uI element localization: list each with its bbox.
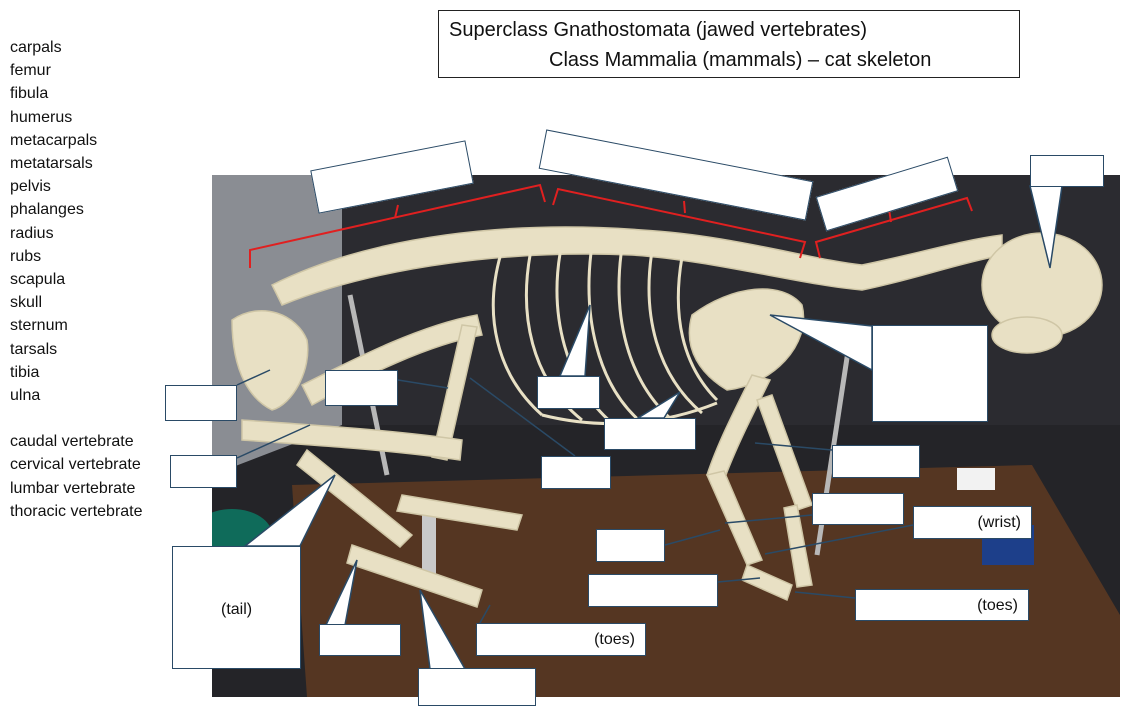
hind-toes-annotation: (toes) bbox=[594, 631, 635, 648]
word-bank-item: thoracic vertebrate bbox=[10, 502, 143, 520]
label-box-front-phalanges[interactable]: (toes) bbox=[855, 589, 1029, 621]
rib bbox=[587, 244, 643, 425]
word-bank-item: lumbar vertebrate bbox=[10, 479, 136, 497]
word-bank-item: carpals bbox=[10, 39, 62, 56]
front-toes-annotation: (toes) bbox=[977, 597, 1018, 614]
front-foot bbox=[741, 563, 793, 602]
word-bank-item: phalanges bbox=[10, 201, 84, 219]
rib bbox=[647, 250, 703, 415]
title-line-2: Class Mammalia (mammals) – cat skeleton bbox=[549, 49, 932, 71]
label-box-ulna[interactable] bbox=[596, 529, 665, 562]
label-box-skull[interactable] bbox=[1030, 155, 1104, 187]
label-box-carpals[interactable]: (wrist) bbox=[913, 506, 1032, 539]
word-bank-item: metacarpals bbox=[10, 131, 98, 149]
label-box-fibula[interactable] bbox=[541, 456, 611, 489]
wrist-annotation: (wrist) bbox=[977, 514, 1021, 531]
word-bank-item: tibia bbox=[10, 363, 40, 381]
word-bank-gap bbox=[10, 407, 143, 430]
word-bank-item: radius bbox=[10, 224, 54, 242]
rib bbox=[676, 256, 719, 402]
word-bank-item: skull bbox=[10, 294, 43, 312]
word-bank-item: humerus bbox=[10, 108, 73, 126]
label-box-metacarpals[interactable] bbox=[588, 574, 718, 607]
label-box-tarsals[interactable] bbox=[319, 624, 401, 656]
word-bank-item: cervical vertebrate bbox=[10, 456, 141, 474]
label-box-caudal[interactable]: (tail) bbox=[172, 546, 301, 669]
label-box-tibia[interactable] bbox=[170, 455, 237, 488]
word-bank-item: caudal vertebrate bbox=[10, 433, 134, 451]
title-box: Superclass Gnathostomata (jawed vertebra… bbox=[438, 10, 1020, 78]
price-tag bbox=[957, 468, 995, 490]
label-box-femur[interactable] bbox=[325, 370, 398, 406]
label-box-metatarsals[interactable] bbox=[418, 668, 536, 706]
support-rod bbox=[422, 515, 436, 575]
word-bank-item: sternum bbox=[10, 317, 68, 335]
label-box-scapula[interactable] bbox=[872, 325, 988, 422]
label-box-hind-phalanges[interactable]: (toes) bbox=[476, 623, 646, 656]
word-bank-item: ulna bbox=[10, 387, 41, 405]
title-line-1: Superclass Gnathostomata (jawed vertebra… bbox=[449, 19, 867, 41]
word-bank-item: metatarsals bbox=[10, 155, 93, 173]
word-bank-item: fibula bbox=[10, 85, 49, 103]
word-bank: carpals femur fibula humerus metacarpals… bbox=[10, 36, 143, 523]
jaw bbox=[991, 316, 1063, 354]
word-bank-item: rubs bbox=[10, 247, 42, 265]
tail-annotation: (tail) bbox=[221, 601, 253, 618]
label-box-humerus[interactable] bbox=[832, 445, 920, 478]
word-bank-item: scapula bbox=[10, 271, 66, 289]
hind-foot-2 bbox=[396, 494, 523, 531]
word-bank-item: pelvis bbox=[10, 178, 51, 196]
word-bank-item: femur bbox=[10, 62, 51, 80]
label-box-pelvis[interactable] bbox=[165, 385, 237, 421]
tibia bbox=[431, 324, 478, 461]
word-bank-item: tarsals bbox=[10, 340, 58, 358]
label-box-ribs[interactable] bbox=[537, 376, 600, 409]
label-box-sternum[interactable] bbox=[604, 418, 696, 450]
label-box-radius[interactable] bbox=[812, 493, 904, 525]
hind-tarsals bbox=[295, 448, 414, 549]
